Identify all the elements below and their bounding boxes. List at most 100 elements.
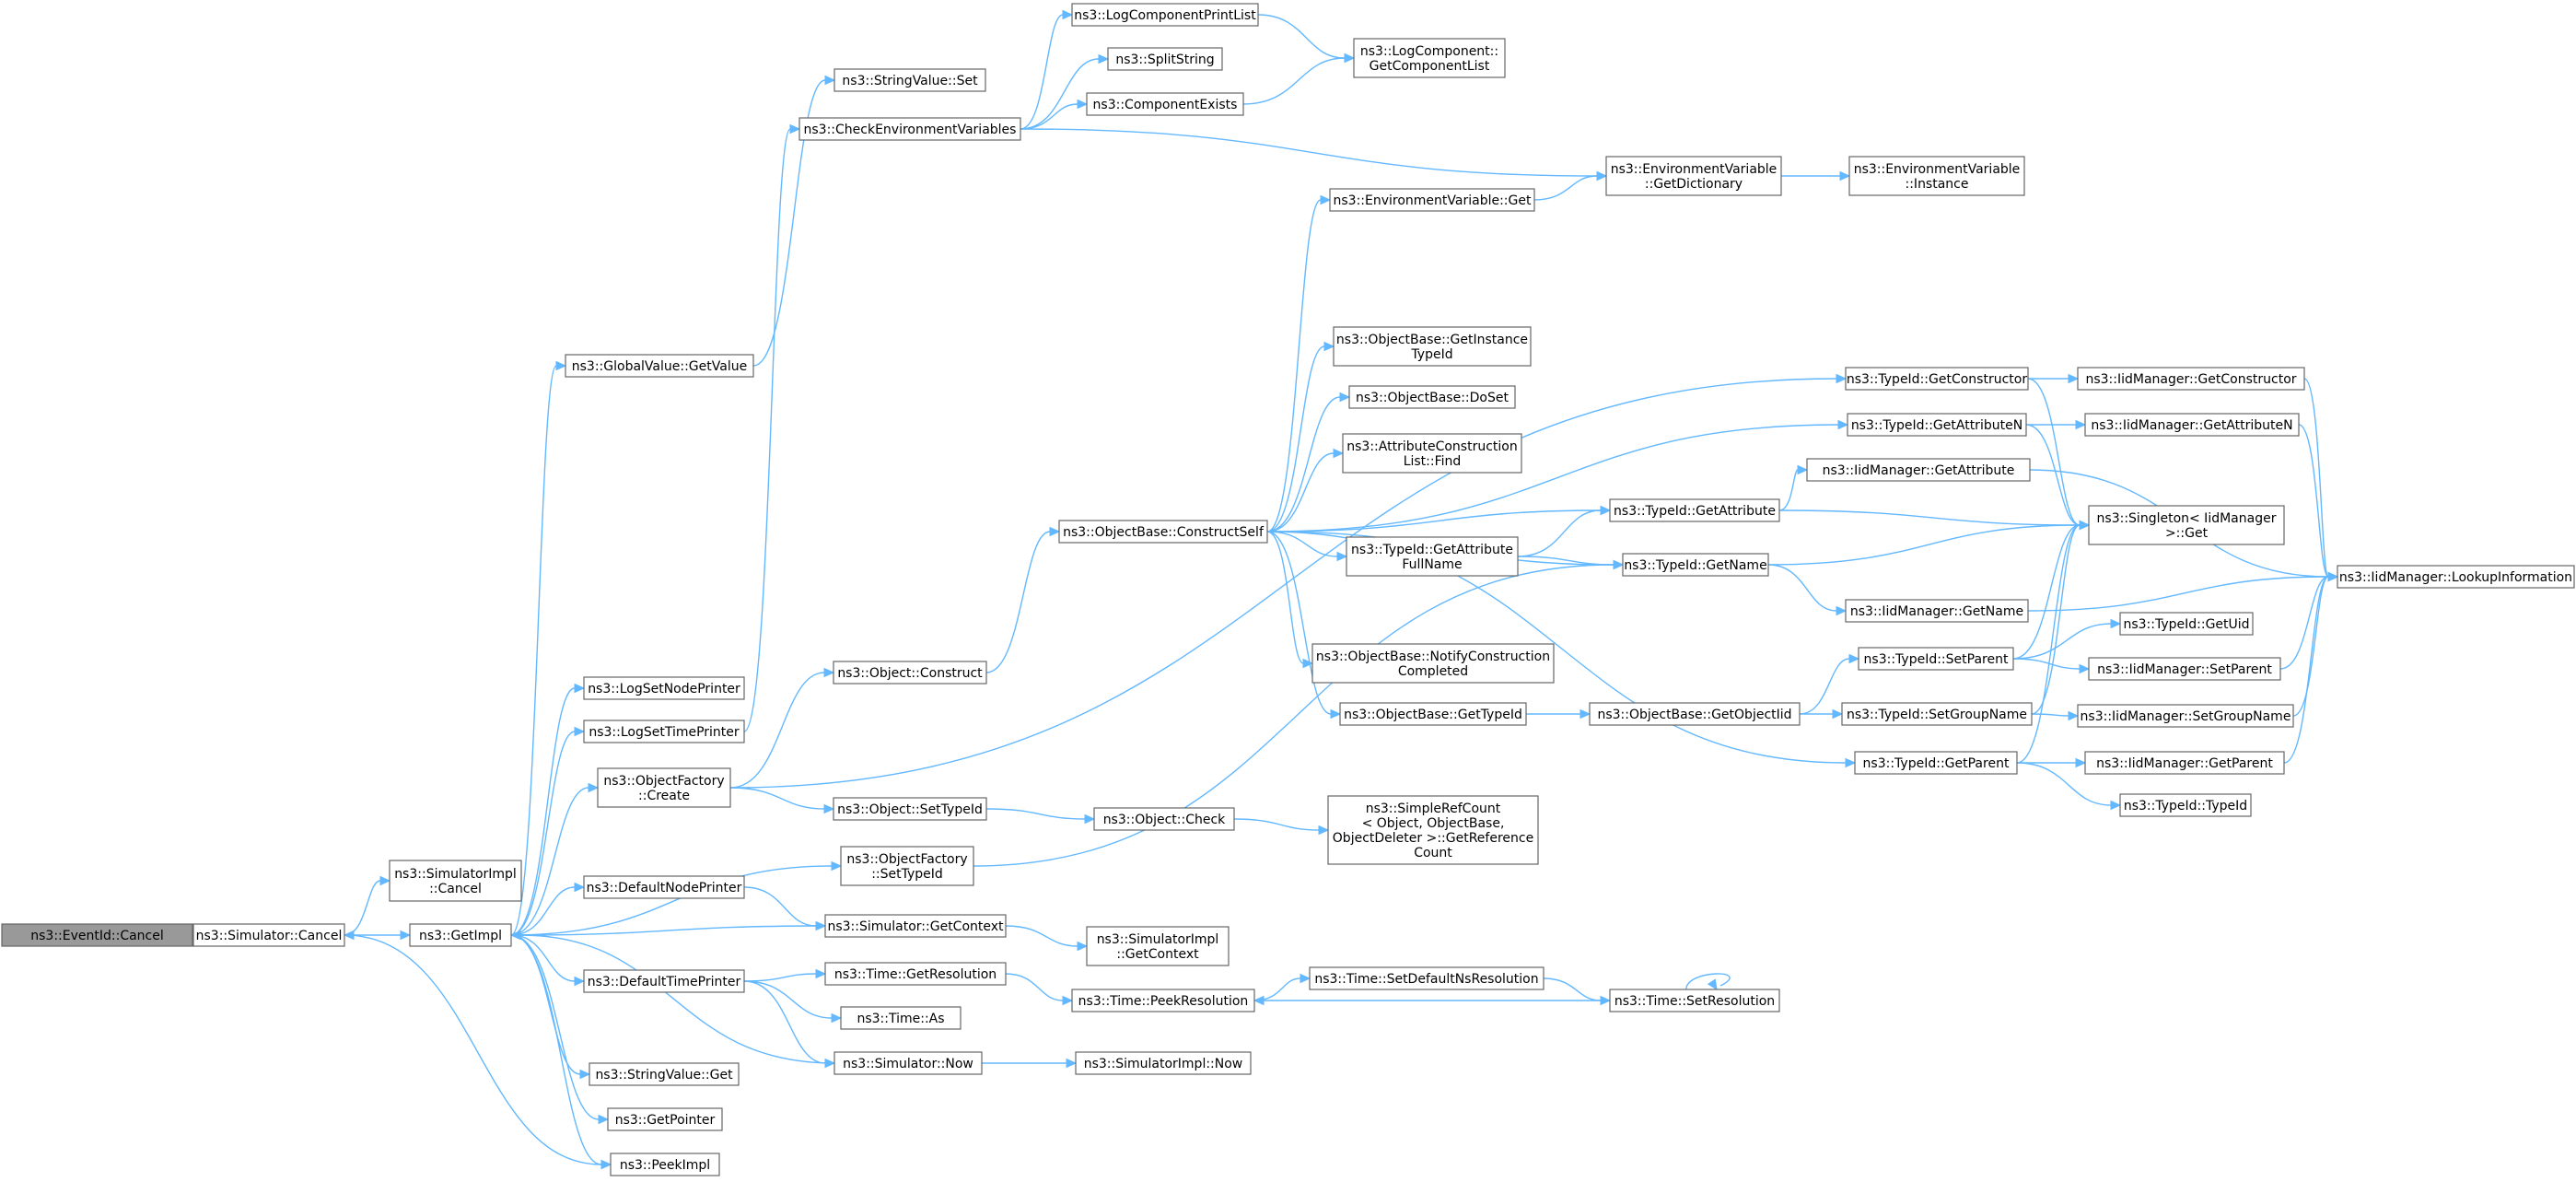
node-timesetdefns[interactable]: ns3::Time::SetDefaultNsResolution — [1309, 966, 1544, 990]
node-timesetres[interactable]: ns3::Time::SetResolution — [1609, 989, 1780, 1012]
node-box — [1071, 989, 1255, 1012]
node-objconstruct[interactable]: ns3::Object::Construct — [833, 661, 987, 685]
node-label: ns3::Time::As — [857, 1012, 944, 1026]
node-logcompgetlist[interactable]: ns3::LogComponent::GetComponentList — [1353, 38, 1506, 78]
node-stringvalueget[interactable]: ns3::StringValue::Get — [589, 1062, 740, 1086]
node-label: ns3::GlobalValue::GetValue — [572, 359, 747, 374]
arrow-head-icon — [1084, 813, 1096, 825]
arrow-head-icon — [1839, 170, 1851, 181]
edge-obgettypeid-to-obgetobjectiid — [1526, 708, 1591, 720]
node-simimplcancel[interactable]: ns3::SimulatorImpl::Cancel — [389, 860, 522, 902]
edge-checkenv-to-compexists — [1020, 99, 1089, 130]
node-getimpl[interactable]: ns3::GetImpl — [409, 923, 512, 947]
node-simcancel[interactable]: ns3::Simulator::Cancel — [192, 923, 345, 947]
node-ofsettypeid[interactable]: ns3::ObjectFactory::SetTypeId — [840, 846, 974, 886]
node-box — [583, 676, 745, 700]
node-checkenv[interactable]: ns3::CheckEnvironmentVariables — [798, 117, 1021, 141]
edge-obgetobjectiid-to-tidsetgroup — [1800, 708, 1844, 720]
node-box — [2337, 565, 2575, 589]
node-iidsetparent[interactable]: ns3::IidManager::SetParent — [2088, 657, 2281, 681]
node-box — [607, 1107, 723, 1131]
node-tidtypeid[interactable]: ns3::TypeId::TypeId — [2119, 793, 2252, 817]
node-iidgetparent[interactable]: ns3::IidManager::GetParent — [2084, 751, 2285, 775]
node-ofcreate[interactable]: ns3::ObjectFactory::Create — [597, 767, 731, 808]
edge-line — [1020, 14, 1064, 130]
node-simimplgetcontext[interactable]: ns3::SimulatorImpl::GetContext — [1086, 926, 1230, 966]
node-iidgetconstructor[interactable]: ns3::IidManager::GetConstructor — [2077, 367, 2305, 391]
node-obdoset[interactable]: ns3::ObjectBase::DoSet — [1348, 385, 1516, 409]
node-label: ns3::CheckEnvironmentVariables — [804, 123, 1017, 137]
node-objcheck[interactable]: ns3::Object::Check — [1093, 807, 1235, 831]
edge-line — [1533, 175, 1598, 201]
node-box — [610, 1153, 720, 1176]
node-envgetdict[interactable]: ns3::EnvironmentVariable::GetDictionary — [1605, 156, 1782, 196]
node-peekimpl[interactable]: ns3::PeekImpl — [610, 1153, 720, 1176]
node-objsettypeid[interactable]: ns3::Object::SetTypeId — [833, 797, 987, 821]
node-stringvalueset[interactable]: ns3::StringValue::Set — [833, 68, 986, 92]
node-getpointer[interactable]: ns3::GetPointer — [607, 1107, 723, 1131]
node-label: ::Cancel — [429, 882, 482, 896]
node-envinstance[interactable]: ns3::EnvironmentVariable::Instance — [1848, 156, 2025, 196]
node-iidlookup[interactable]: ns3::IidManager::LookupInformation — [2337, 565, 2575, 589]
node-singletonget[interactable]: ns3::Singleton< IidManager>::Get — [2088, 505, 2285, 545]
node-envget[interactable]: ns3::EnvironmentVariable::Get — [1329, 188, 1535, 212]
node-label: ns3::ObjectBase::ConstructSelf — [1063, 525, 1265, 540]
node-tidsetparent[interactable]: ns3::TypeId::SetParent — [1858, 647, 2014, 671]
edge-objconstruct-to-obconstructself — [985, 526, 1061, 673]
node-compexists[interactable]: ns3::ComponentExists — [1086, 92, 1244, 116]
node-logcompprint[interactable]: ns3::LogComponentPrintList — [1071, 3, 1259, 27]
node-root[interactable]: ns3::EventId::Cancel — [1, 923, 193, 947]
node-splitstring[interactable]: ns3::SplitString — [1107, 47, 1223, 71]
node-timegetres[interactable]: ns3::Time::GetResolution — [824, 962, 1007, 986]
node-label: ns3::Object::SetTypeId — [837, 802, 983, 817]
node-label: ns3::GetImpl — [419, 929, 502, 943]
arrow-head-icon — [1344, 53, 1356, 64]
edge-ofcreate-to-objconstruct — [729, 667, 835, 789]
node-timepeekres[interactable]: ns3::Time::PeekResolution — [1071, 989, 1255, 1012]
node-deftimeprinter[interactable]: ns3::DefaultTimePrinter — [583, 969, 745, 993]
node-label: ns3::Simulator::Now — [843, 1057, 973, 1071]
node-label: ns3::StringValue::Get — [595, 1068, 733, 1083]
node-simplerefcount[interactable]: ns3::SimpleRefCount< Object, ObjectBase,… — [1327, 795, 1539, 865]
node-defnodeprinter[interactable]: ns3::DefaultNodePrinter — [583, 875, 745, 899]
node-obnotify[interactable]: ns3::ObjectBase::NotifyConstructionCompl… — [1311, 643, 1555, 684]
node-simimplnow[interactable]: ns3::SimulatorImpl::Now — [1075, 1051, 1252, 1075]
node-tidsetgroup[interactable]: ns3::TypeId::SetGroupName — [1841, 702, 2033, 726]
node-box — [1, 923, 193, 947]
node-tidgetattr[interactable]: ns3::TypeId::GetAttribute — [1609, 498, 1780, 522]
node-logsettime[interactable]: ns3::LogSetTimePrinter — [583, 720, 745, 743]
node-box — [840, 1006, 962, 1030]
node-logsetnode[interactable]: ns3::LogSetNodePrinter — [583, 676, 745, 700]
node-obconstructself[interactable]: ns3::ObjectBase::ConstructSelf — [1058, 520, 1268, 544]
node-label: ns3::LogSetTimePrinter — [589, 725, 740, 740]
node-tidgetconstructor[interactable]: ns3::TypeId::GetConstructor — [1845, 367, 2029, 391]
node-tidgetname[interactable]: ns3::TypeId::GetName — [1622, 553, 1769, 577]
node-label: ObjectDeleter >::GetReference — [1333, 831, 1533, 846]
node-simnow[interactable]: ns3::Simulator::Now — [833, 1051, 983, 1075]
node-tidgetparent[interactable]: ns3::TypeId::GetParent — [1854, 751, 2018, 775]
edge-line — [2283, 576, 2329, 764]
node-tidgetuid[interactable]: ns3::TypeId::GetUid — [2119, 612, 2254, 636]
node-gvgetvalue[interactable]: ns3::GlobalValue::GetValue — [565, 354, 754, 378]
node-iidsetgroup[interactable]: ns3::IidManager::SetGroupName — [2077, 704, 2294, 728]
node-obgetobjectiid[interactable]: ns3::ObjectBase::GetObjectIid — [1589, 702, 1801, 726]
node-label: ns3::Simulator::Cancel — [196, 929, 343, 943]
node-obgettypeid[interactable]: ns3::ObjectBase::GetTypeId — [1339, 702, 1527, 726]
node-label: ns3::ObjectBase::NotifyConstruction — [1316, 650, 1550, 664]
arrow-head-icon — [598, 1114, 610, 1125]
arrow-head-icon — [2068, 373, 2080, 384]
node-timeas[interactable]: ns3::Time::As — [840, 1006, 962, 1030]
node-simgetcontext[interactable]: ns3::Simulator::GetContext — [824, 914, 1007, 938]
node-iidgetname[interactable]: ns3::IidManager::GetName — [1845, 599, 2029, 623]
arrow-head-icon — [2075, 419, 2087, 430]
node-tidgetattrn[interactable]: ns3::TypeId::GetAttributeN — [1847, 413, 2027, 437]
node-label: ns3::LogComponentPrintList — [1074, 8, 1256, 23]
arrow-head-icon — [1300, 973, 1311, 984]
node-iidgetattrn[interactable]: ns3::IidManager::GetAttributeN — [2084, 413, 2300, 437]
node-label: ns3::GetPointer — [615, 1113, 716, 1128]
node-label: ns3::DefaultTimePrinter — [588, 975, 741, 989]
node-iidgetattr[interactable]: ns3::IidManager::GetAttribute — [1806, 458, 2031, 482]
